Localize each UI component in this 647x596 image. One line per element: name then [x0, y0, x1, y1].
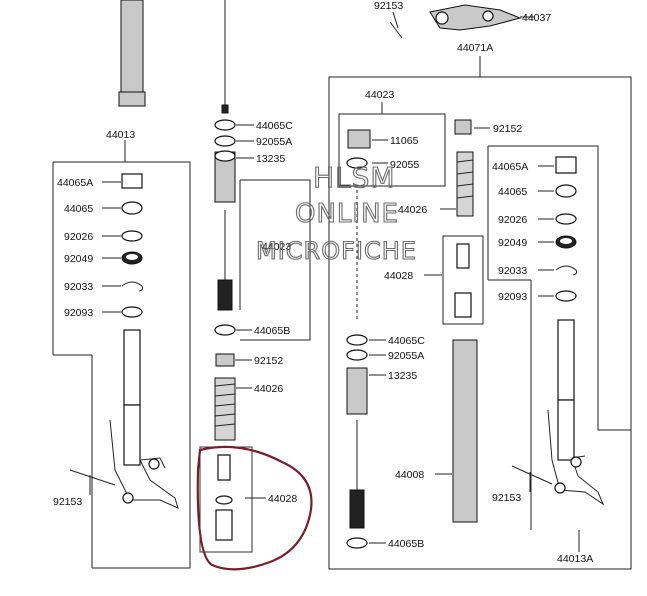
label-44008[interactable]: 44008: [395, 469, 424, 481]
clip-92033-left: [121, 281, 144, 292]
valve-11065: [347, 129, 371, 149]
label-92153-top[interactable]: 92153: [374, 0, 403, 12]
bolt-92153-right: [511, 465, 553, 485]
right-inner-assembly: 44023 11065 92055 44026 44028 44065C 920…: [338, 89, 484, 550]
label-44065C-right[interactable]: 44065C: [388, 335, 425, 347]
damper-13235-right: [346, 367, 368, 415]
label-92049-right[interactable]: 92049: [498, 237, 527, 249]
label-92033-right[interactable]: 92033: [498, 265, 527, 277]
label-44013[interactable]: 44013: [106, 129, 135, 141]
tube-44008: [452, 339, 478, 523]
clamp-44037: [429, 4, 522, 31]
center-damper-assembly: 44065C 92055A 13235 44023 44065B 92152 4…: [196, 0, 313, 571]
washer-92093-left: [121, 306, 143, 318]
label-92153-right[interactable]: 92153: [492, 492, 521, 504]
inner-tube-left: [123, 329, 141, 406]
seal-44065A-left: [121, 173, 143, 189]
spring-44026-center: [214, 377, 236, 441]
seal-44065-left: [121, 201, 143, 215]
label-44065B-right[interactable]: 44065B: [388, 538, 424, 550]
left-fork-assembly: 44013 44065A 44065 92026 92049 92033 920…: [52, 0, 191, 569]
outer-tube-base: [118, 91, 146, 107]
label-92026-right[interactable]: 92026: [498, 214, 527, 226]
label-92093-right[interactable]: 92093: [498, 291, 527, 303]
bolt-92153-left: [69, 469, 116, 486]
label-44065A-right[interactable]: 44065A: [492, 161, 528, 173]
seal-44065A-right: [555, 156, 577, 174]
label-92026-left[interactable]: 92026: [64, 231, 93, 243]
label-44065B-center[interactable]: 44065B: [254, 325, 290, 337]
spring-44026-right: [456, 151, 474, 217]
label-44065C-center[interactable]: 44065C: [256, 120, 293, 132]
label-13235-right[interactable]: 13235: [388, 370, 417, 382]
label-92055A-center[interactable]: 92055A: [256, 136, 292, 148]
inner-tube-right: [557, 319, 575, 401]
label-44071A[interactable]: 44071A: [457, 42, 493, 54]
watermark-line-2: ONLINE: [295, 199, 399, 229]
label-92093-left[interactable]: 92093: [64, 307, 93, 319]
cartridge-44028-right: [456, 243, 470, 269]
outer-tube-top: [120, 0, 144, 96]
label-92055A-right[interactable]: 92055A: [388, 350, 424, 362]
label-44037[interactable]: 44037: [522, 12, 551, 24]
label-13235-center[interactable]: 13235: [256, 153, 285, 165]
fork-bottom-left: [109, 419, 179, 509]
label-92153-left[interactable]: 92153: [53, 496, 82, 508]
label-92152-right[interactable]: 92152: [493, 123, 522, 135]
label-92055-right[interactable]: 92055: [390, 159, 419, 171]
ring-92026-left: [121, 230, 143, 242]
right-fork-parts: 92152 44065A 44065 92026 92049 92033 920…: [454, 119, 631, 565]
label-44026-right[interactable]: 44026: [398, 204, 427, 216]
label-44026-center[interactable]: 44026: [254, 383, 283, 395]
label-44013A[interactable]: 44013A: [557, 553, 593, 565]
cartridge-44028-center: [217, 454, 231, 481]
label-44065A-left[interactable]: 44065A: [57, 177, 93, 189]
label-92033-left[interactable]: 92033: [64, 281, 93, 293]
watermark-line-1: HLSM: [313, 161, 396, 194]
label-44065-right[interactable]: 44065: [498, 186, 527, 198]
label-44023-right[interactable]: 44023: [365, 89, 394, 101]
right-assembly-box: [328, 76, 632, 570]
label-44028-right[interactable]: 44028: [384, 270, 413, 282]
label-11065[interactable]: 11065: [390, 135, 419, 147]
label-44065-left[interactable]: 44065: [64, 203, 93, 215]
highlight-outline: [196, 445, 313, 571]
label-92049-left[interactable]: 92049: [64, 253, 93, 265]
label-92152-center[interactable]: 92152: [254, 355, 283, 367]
watermark-line-3: MICROFICHE: [256, 237, 417, 265]
rod-piston-center: [217, 279, 233, 311]
watermark: HLSM ONLINE MICROFICHE: [255, 160, 417, 265]
label-44023-center[interactable]: 44023: [262, 241, 291, 253]
top-clamp: 92153 44037 44071A: [374, 0, 551, 77]
label-44028-center[interactable]: 44028: [268, 493, 297, 505]
